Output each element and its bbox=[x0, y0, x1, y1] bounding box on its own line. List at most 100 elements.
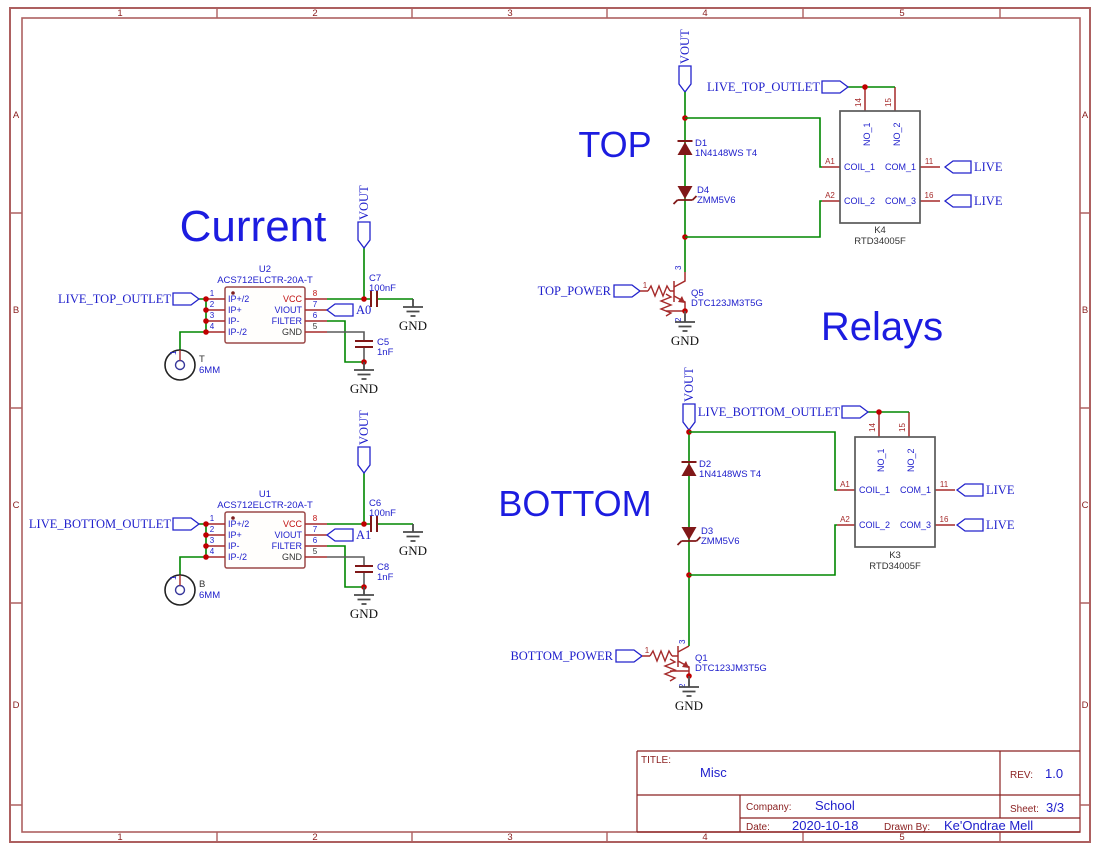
c7-value[interactable]: 100nF bbox=[369, 283, 396, 294]
d2-ref[interactable]: D2 bbox=[699, 459, 711, 470]
k4-part[interactable]: RTD34005F bbox=[854, 236, 906, 247]
c7-ref[interactable]: C7 bbox=[369, 273, 381, 284]
live-bottom-outlet-flag[interactable] bbox=[172, 517, 200, 531]
k4-ref[interactable]: K4 bbox=[874, 225, 886, 236]
gnd-symbol-q5[interactable] bbox=[674, 313, 696, 332]
net-label-top-power[interactable]: TOP_POWER bbox=[538, 284, 612, 298]
net-label-live-top-outlet-relay[interactable]: LIVE_TOP_OUTLET bbox=[707, 80, 820, 94]
gnd-label-c7[interactable]: GND bbox=[399, 318, 427, 333]
u2-left-bus-wire[interactable] bbox=[179, 298, 207, 350]
q1-value[interactable]: DTC123JM3T5G bbox=[695, 663, 767, 674]
gnd-symbol-c7[interactable] bbox=[402, 298, 424, 317]
c5-capacitor[interactable] bbox=[354, 340, 374, 348]
u1-filter-wire[interactable] bbox=[327, 545, 364, 588]
hole-b-ref[interactable]: B bbox=[199, 579, 205, 590]
drawn-by-value[interactable]: Ke'Ondrae Mell bbox=[944, 818, 1033, 833]
q5-value[interactable]: DTC123JM3T5G bbox=[691, 298, 763, 309]
d2-value[interactable]: 1N4148WS T4 bbox=[699, 469, 761, 480]
q5-transistor[interactable] bbox=[673, 272, 686, 311]
net-label-vout-bottom-relay[interactable]: VOUT bbox=[682, 367, 696, 402]
u1-ref[interactable]: U1 bbox=[259, 489, 271, 500]
section-label-relays[interactable]: Relays bbox=[821, 305, 943, 349]
u2-body[interactable] bbox=[224, 286, 306, 344]
net-label-vout-u1[interactable]: VOUT bbox=[357, 410, 371, 445]
net-label-bottom-power[interactable]: BOTTOM_POWER bbox=[510, 649, 613, 663]
q5-ref[interactable]: Q5 bbox=[691, 288, 704, 299]
title-value[interactable]: Misc bbox=[700, 765, 727, 780]
k3-body[interactable] bbox=[854, 436, 936, 548]
d1-ref[interactable]: D1 bbox=[695, 138, 707, 149]
live-bottom-outlet-flag-relay[interactable] bbox=[841, 405, 869, 419]
live-flag-k4-com3[interactable] bbox=[944, 194, 972, 208]
net-label-vout-u2[interactable]: VOUT bbox=[357, 185, 371, 220]
u2-ref[interactable]: U2 bbox=[259, 264, 271, 275]
d3-ref[interactable]: D3 bbox=[701, 526, 713, 537]
d1-diode[interactable] bbox=[676, 140, 694, 156]
d2-diode[interactable] bbox=[680, 461, 698, 477]
date-value[interactable]: 2020-10-18 bbox=[792, 818, 859, 833]
c6-ref[interactable]: C6 bbox=[369, 498, 381, 509]
live-flag-k3-com3[interactable] bbox=[956, 518, 984, 532]
d4-ref[interactable]: D4 bbox=[697, 185, 709, 196]
k4-body[interactable] bbox=[839, 110, 921, 224]
vout-flag-u2[interactable] bbox=[357, 221, 371, 249]
sheet-value[interactable]: 3/3 bbox=[1046, 800, 1064, 815]
section-label-current[interactable]: Current bbox=[180, 202, 327, 251]
vout-flag-top-relay[interactable] bbox=[678, 65, 692, 93]
gnd-symbol-c5[interactable] bbox=[353, 361, 375, 380]
current-sensor-bottom-block[interactable]: U1 ACS712ELCTR-20A-T 1 2 3 4 8 7 6 5 IP+… bbox=[29, 410, 427, 621]
gnd-symbol-c8[interactable] bbox=[353, 586, 375, 605]
vout-flag-u1[interactable] bbox=[357, 446, 371, 474]
c6-value[interactable]: 100nF bbox=[369, 508, 396, 519]
net-label-live-bottom-outlet-relay[interactable]: LIVE_BOTTOM_OUTLET bbox=[698, 405, 840, 419]
hole-t-size[interactable]: 6MM bbox=[199, 365, 220, 376]
u1-left-bus-wire[interactable] bbox=[179, 523, 207, 575]
q1-transistor[interactable] bbox=[677, 645, 690, 676]
top-relay-coil-wires[interactable] bbox=[685, 117, 822, 238]
c5-value[interactable]: 1nF bbox=[377, 347, 394, 358]
net-label-a1[interactable]: A1 bbox=[356, 528, 371, 542]
live-top-outlet-flag-relay[interactable] bbox=[821, 80, 849, 94]
gnd-label-c8[interactable]: GND bbox=[350, 606, 378, 621]
net-label-a0[interactable]: A0 bbox=[356, 303, 371, 317]
live-top-outlet-flag[interactable] bbox=[172, 292, 200, 306]
net-label-live-k3-com3[interactable]: LIVE bbox=[986, 518, 1015, 532]
net-label-live-k4-com1[interactable]: LIVE bbox=[974, 160, 1003, 174]
d4-value[interactable]: ZMM5V6 bbox=[697, 195, 736, 206]
d1-value[interactable]: 1N4148WS T4 bbox=[695, 148, 757, 159]
u2-filter-wire[interactable] bbox=[327, 320, 364, 363]
live-flag-k4-com1[interactable] bbox=[944, 160, 972, 174]
gnd-label-c6[interactable]: GND bbox=[399, 543, 427, 558]
k3-part[interactable]: RTD34005F bbox=[869, 561, 921, 572]
u1-body[interactable] bbox=[224, 511, 306, 569]
net-label-live-k3-com1[interactable]: LIVE bbox=[986, 483, 1015, 497]
a1-flag[interactable] bbox=[326, 528, 354, 542]
relay-bottom-block[interactable]: VOUT D2 1N4148WS T4 D3 ZMM5V6 A1 A2 LIVE… bbox=[510, 367, 1014, 713]
bottom-power-flag[interactable] bbox=[615, 649, 643, 663]
gnd-label-q1[interactable]: GND bbox=[675, 698, 703, 713]
c5-ref[interactable]: C5 bbox=[377, 337, 389, 348]
c8-value[interactable]: 1nF bbox=[377, 572, 394, 583]
section-label-top[interactable]: TOP bbox=[578, 124, 651, 165]
gnd-label-c5[interactable]: GND bbox=[350, 381, 378, 396]
c8-capacitor[interactable] bbox=[354, 565, 374, 573]
d3-value[interactable]: ZMM5V6 bbox=[701, 536, 740, 547]
u1-part[interactable]: ACS712ELCTR-20A-T bbox=[217, 500, 313, 511]
gnd-label-q5[interactable]: GND bbox=[671, 333, 699, 348]
live-flag-k3-com1[interactable] bbox=[956, 483, 984, 497]
c8-ref[interactable]: C8 bbox=[377, 562, 389, 573]
q1-ref[interactable]: Q1 bbox=[695, 653, 708, 664]
gnd-symbol-c6[interactable] bbox=[402, 523, 424, 542]
relay-top-block[interactable]: VOUT D1 1N4148WS T4 D4 ZMM5V6 A1 A2 LIVE… bbox=[538, 29, 1003, 348]
bottom-relay-coil-wires[interactable] bbox=[689, 431, 837, 576]
current-sensor-top-block[interactable]: U2 ACS712ELCTR-20A-T 1 2 3 4 8 7 6 5 IP+… bbox=[58, 185, 427, 396]
vout-flag-bottom-relay[interactable] bbox=[682, 403, 696, 431]
gnd-symbol-q1[interactable] bbox=[678, 678, 700, 697]
hole-t-ref[interactable]: T bbox=[199, 354, 205, 365]
hole-b-size[interactable]: 6MM bbox=[199, 590, 220, 601]
net-label-vout-top-relay[interactable]: VOUT bbox=[678, 29, 692, 64]
a0-flag[interactable] bbox=[326, 303, 354, 317]
k3-ref[interactable]: K3 bbox=[889, 550, 901, 561]
net-label-live-top-outlet[interactable]: LIVE_TOP_OUTLET bbox=[58, 292, 171, 306]
net-label-live-bottom-outlet[interactable]: LIVE_BOTTOM_OUTLET bbox=[29, 517, 171, 531]
